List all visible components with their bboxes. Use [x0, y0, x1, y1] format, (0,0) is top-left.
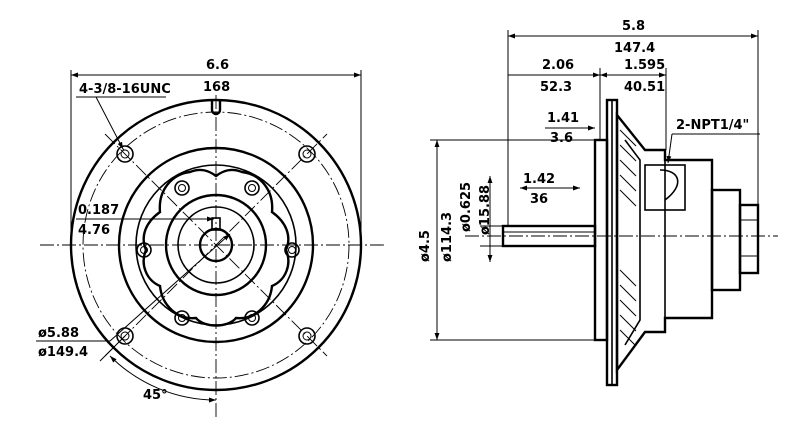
side-body-inner	[624, 139, 641, 346]
side-pilot	[593, 138, 609, 342]
inner-boss-ring	[177, 206, 255, 284]
angle-label: 45°	[143, 388, 168, 403]
shaft-length-in: 1.42	[523, 172, 555, 187]
bolt-circle-leader	[109, 233, 231, 342]
side-port	[644, 164, 686, 211]
flange-to-port-in: 1.595	[624, 58, 665, 73]
overall-width-mm: 168	[203, 80, 230, 95]
bolt-circle	[82, 111, 350, 379]
keyway-in: 0.187	[78, 203, 119, 218]
ports-label: 2-NPT1/4"	[676, 118, 749, 133]
side-body-hatching	[619, 129, 637, 347]
shaft-length-mm: 36	[530, 192, 548, 207]
shaft-to-flange-in: 2.06	[542, 58, 574, 73]
angle-ext-line	[99, 335, 126, 362]
lobed-housing	[142, 168, 290, 327]
shaft-keyway	[211, 217, 221, 231]
shaft-to-flange-mm: 52.3	[540, 80, 572, 95]
ports-leader	[666, 133, 673, 164]
shaft	[198, 227, 234, 263]
angle-arc	[109, 355, 217, 403]
front-view: 6.6 168 4-3/8-16UNC 0.187 4.76 ø5.88 ø14…	[36, 58, 385, 420]
body-ring	[117, 146, 315, 344]
overall-length-in: 5.8	[622, 19, 645, 34]
tapped-holes-label: 4-3/8-16UNC	[79, 82, 171, 97]
side-port-thread	[659, 169, 679, 201]
housing-bolt-holes	[136, 180, 300, 326]
overall-width-in: 6.6	[206, 58, 229, 73]
tapped-holes-leader	[95, 96, 124, 150]
shaft-dia-in: ø0.625	[459, 182, 474, 232]
side-body	[615, 111, 714, 374]
flange-to-port-mm: 40.51	[624, 80, 665, 95]
flange-notch	[210, 100, 222, 116]
front-diagonal-centerline-b	[104, 133, 328, 357]
pilot-in: 1.41	[547, 111, 579, 126]
bolt-circle-in: ø5.88	[38, 326, 79, 341]
side-rear-nut	[738, 203, 760, 275]
side-view: 5.8 147.4 2.06 52.3 1.595 40.51 1.41 3.6…	[418, 19, 778, 387]
shaft-dia-mm: ø15.88	[478, 185, 493, 235]
bolt-circle-mm: ø149.4	[38, 345, 88, 360]
overall-length-mm: 147.4	[614, 41, 655, 56]
pilot-dia-in: ø4.5	[418, 230, 433, 262]
pilot-dia-mm: ø114.3	[440, 212, 455, 262]
inner-boss	[164, 193, 268, 297]
keyway-mm: 4.76	[78, 223, 110, 238]
pilot-mm: 3.6	[550, 131, 573, 146]
side-rear-cap	[710, 188, 742, 292]
